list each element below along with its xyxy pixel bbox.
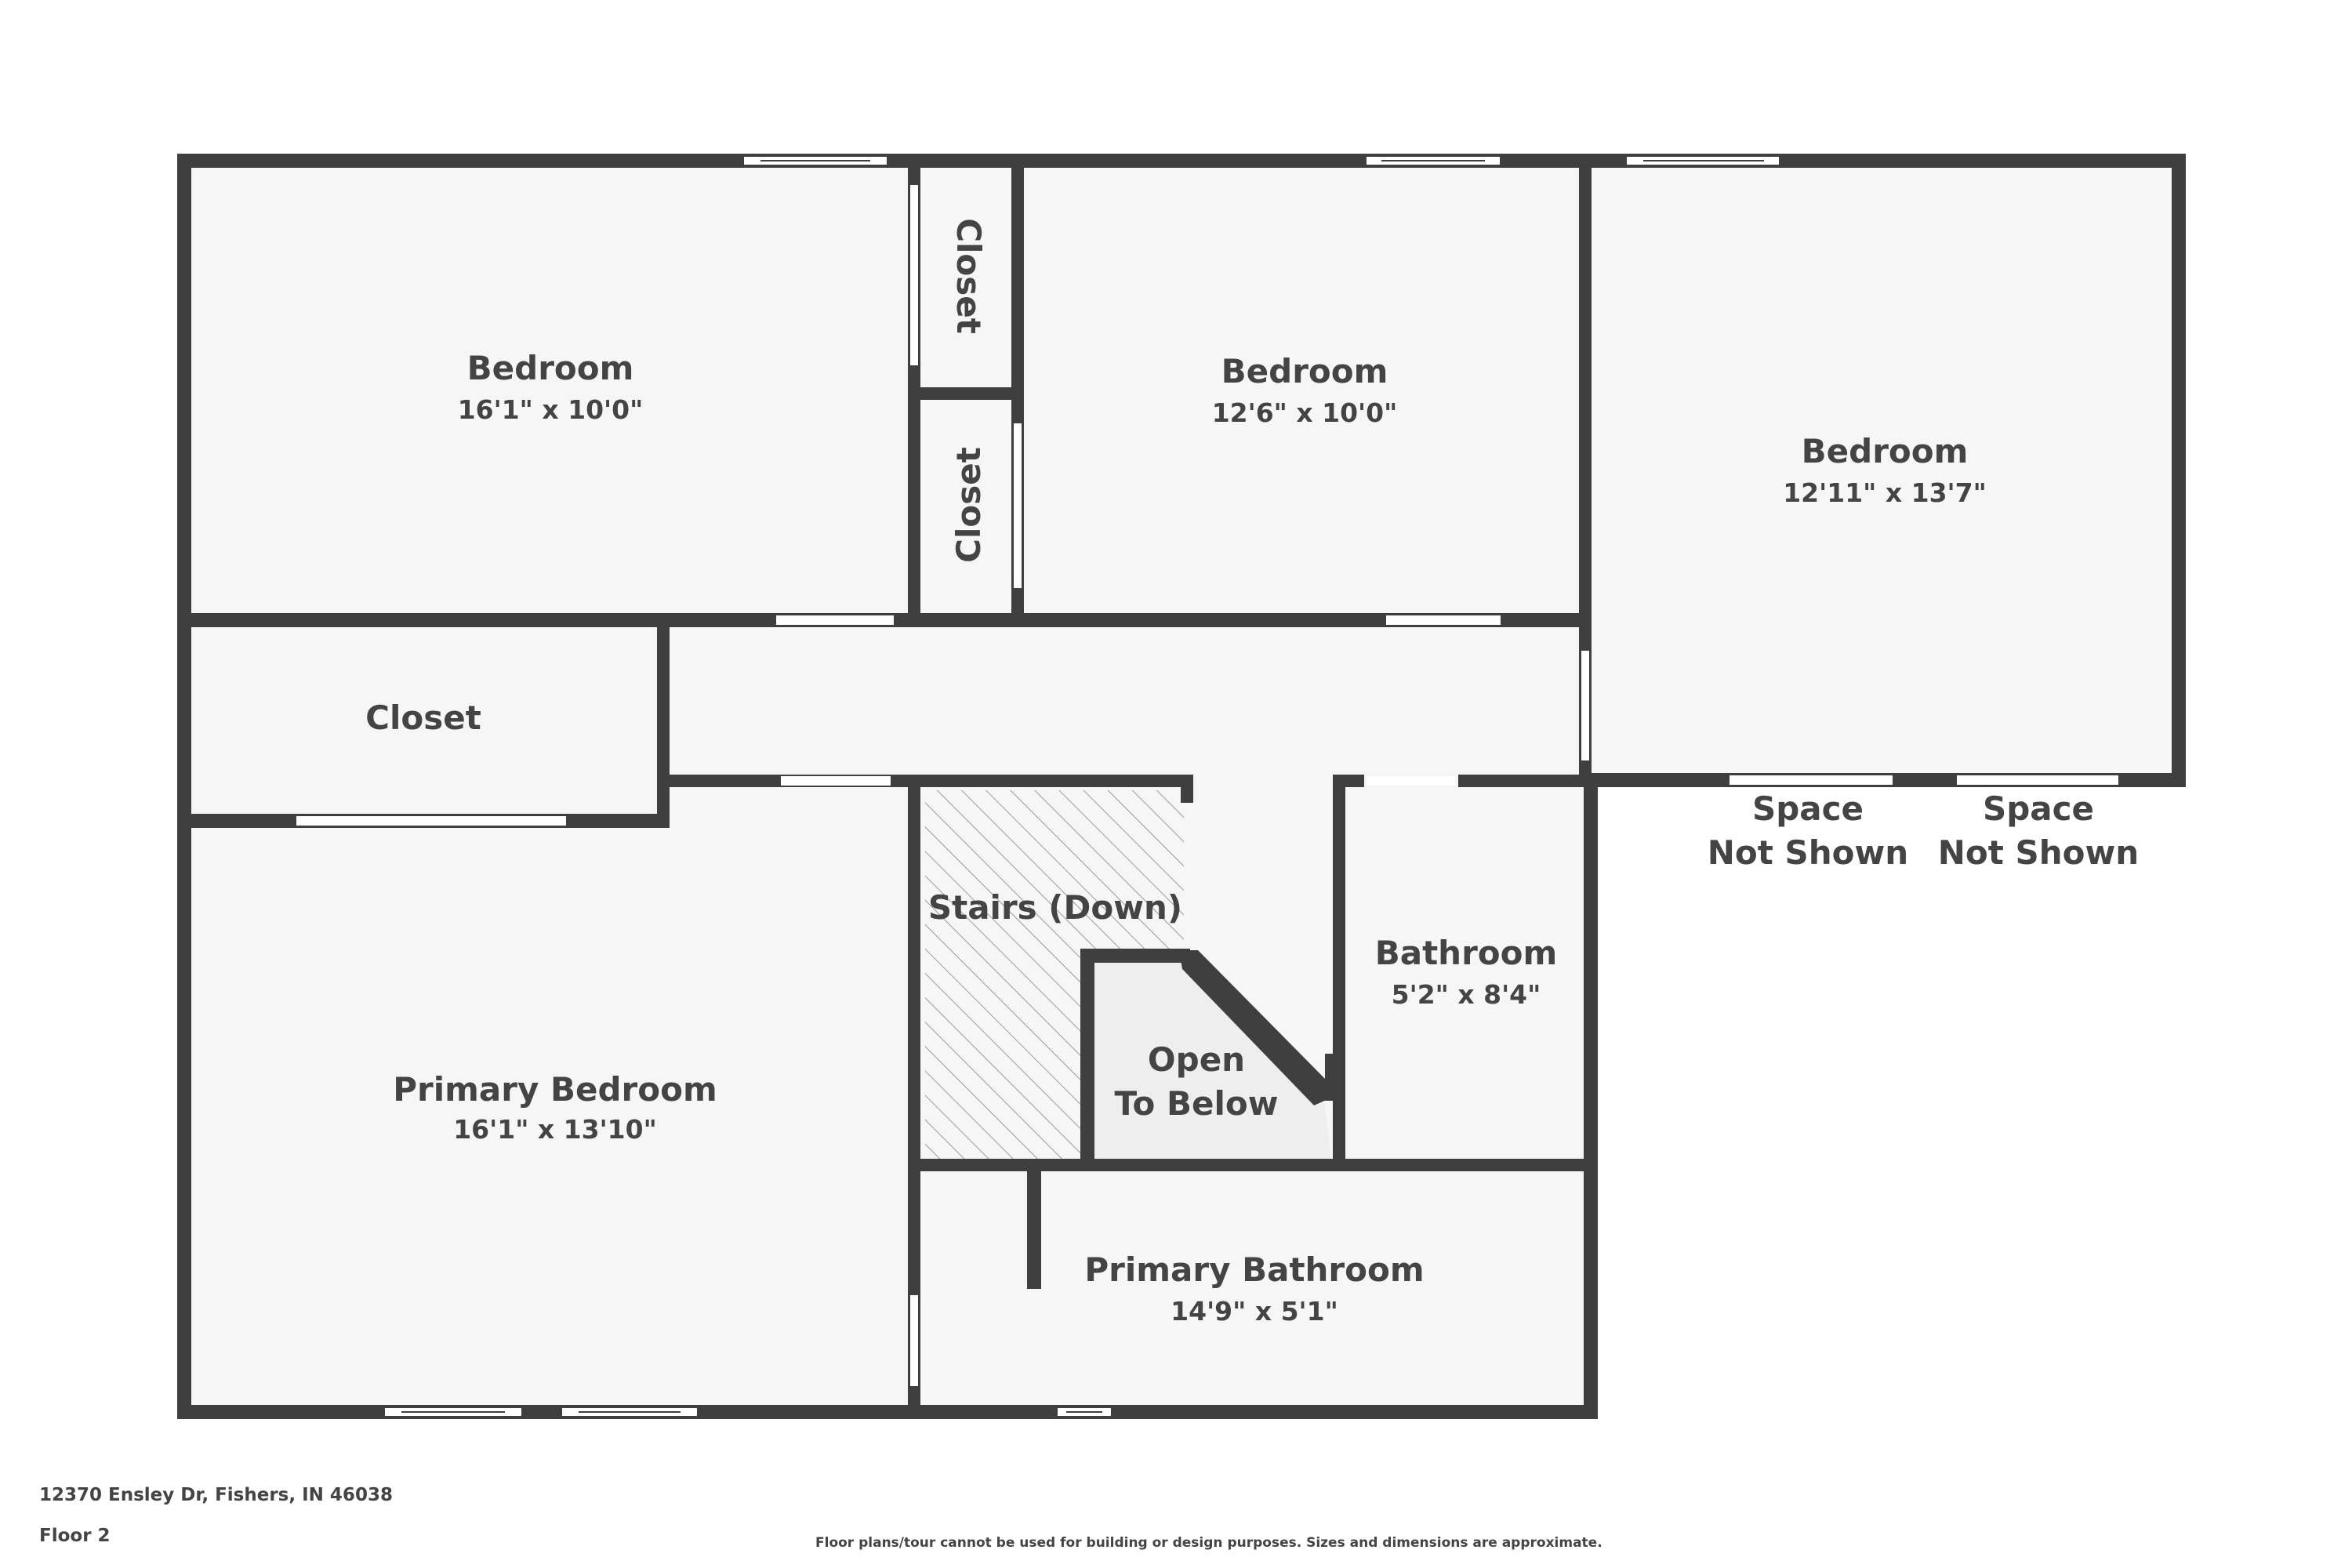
bedroom-2-floor xyxy=(1019,168,1592,619)
property-address: 12370 Ensley Dr, Fishers, IN 46038 xyxy=(39,1485,393,1505)
primary-bedroom-name: Primary Bedroom xyxy=(393,1070,717,1109)
room-labels: Bedroom 16'1" x 10'0" Closet Closet Bedr… xyxy=(365,218,2139,1327)
opening-space-1 xyxy=(1730,775,1893,785)
disclaimer: Floor plans/tour cannot be used for buil… xyxy=(815,1535,1602,1551)
wall-pb-top xyxy=(657,775,1193,787)
wall-right-lower xyxy=(1584,773,1598,1419)
door-pbath xyxy=(910,1295,918,1386)
bedroom-1-floor xyxy=(188,168,917,619)
floor-label: Floor 2 xyxy=(39,1526,111,1546)
door-b1-closet xyxy=(910,185,918,365)
openings xyxy=(296,185,2118,1386)
bathroom-dims: 5'2" x 8'4" xyxy=(1392,979,1541,1010)
bedroom-3-dims: 12'11" x 13'7" xyxy=(1783,477,1987,508)
bedroom-3-name: Bedroom xyxy=(1802,432,1969,470)
wall-bottom xyxy=(177,1405,1598,1419)
closet-a-name: Closet xyxy=(949,218,988,334)
open-below-line1: Open xyxy=(1148,1040,1245,1079)
wall-otb-right xyxy=(1325,1054,1338,1101)
stairs-name: Stairs (Down) xyxy=(928,888,1182,927)
open-below-line2: To Below xyxy=(1114,1084,1278,1123)
wall-right-b3 xyxy=(2172,154,2186,787)
hall-floor xyxy=(188,619,1592,1411)
wall-left xyxy=(177,154,191,1416)
window-panes xyxy=(401,160,1764,1413)
bedroom-2-dims: 12'6" x 10'0" xyxy=(1212,397,1398,428)
windows xyxy=(383,155,1780,1417)
wall-closet-mid xyxy=(908,387,1024,400)
primary-bedroom-dims: 16'1" x 13'10" xyxy=(453,1114,657,1145)
open-to-below-floor xyxy=(1094,960,1331,1160)
wall-otb-top xyxy=(1080,949,1190,963)
door-b2-closet xyxy=(1014,423,1022,588)
door-b3 xyxy=(1581,651,1589,760)
bedroom-2-name: Bedroom xyxy=(1221,352,1388,390)
primary-bathroom-dims: 14'9" x 5'1" xyxy=(1171,1296,1338,1327)
wall-bath-top-r xyxy=(1458,775,1592,787)
door-pb xyxy=(781,776,891,786)
wall-b2-b3 xyxy=(1579,154,1592,787)
door-b1 xyxy=(776,615,894,625)
space-1-line1: Space xyxy=(1752,789,1864,828)
space-1-line2: Not Shown xyxy=(1708,833,1908,872)
space-2-line2: Not Shown xyxy=(1938,833,2139,872)
closet-c-name: Closet xyxy=(365,699,481,737)
bedroom-1-dims: 16'1" x 10'0" xyxy=(458,394,644,425)
primary-bathroom-name: Primary Bathroom xyxy=(1084,1250,1424,1289)
bedroom-3-floor xyxy=(1592,168,2186,779)
opening-space-2 xyxy=(1957,775,2118,785)
wall-otb-left xyxy=(1080,949,1094,1163)
floor-fills xyxy=(188,168,2186,1411)
wall-pb-right xyxy=(908,775,920,1419)
wall-stairs-stub xyxy=(1181,775,1193,803)
door-b2 xyxy=(1386,615,1501,625)
wall-pbath-stub xyxy=(1027,1159,1041,1289)
bathroom-name: Bathroom xyxy=(1375,934,1558,972)
wall-bath-top-l xyxy=(1333,775,1364,787)
door-closet-c xyxy=(296,816,566,826)
wall-pbath-top xyxy=(908,1159,1592,1171)
wall-bath-left xyxy=(1333,775,1345,1163)
bedroom-1-name: Bedroom xyxy=(467,349,634,387)
door-bath xyxy=(1367,776,1455,786)
space-2-line1: Space xyxy=(1983,789,2094,828)
closet-b-name: Closet xyxy=(949,447,988,563)
wall-otb-diagonal xyxy=(1179,950,1328,1105)
wall-closet-c-right xyxy=(657,613,670,826)
wall-top xyxy=(177,154,2186,168)
